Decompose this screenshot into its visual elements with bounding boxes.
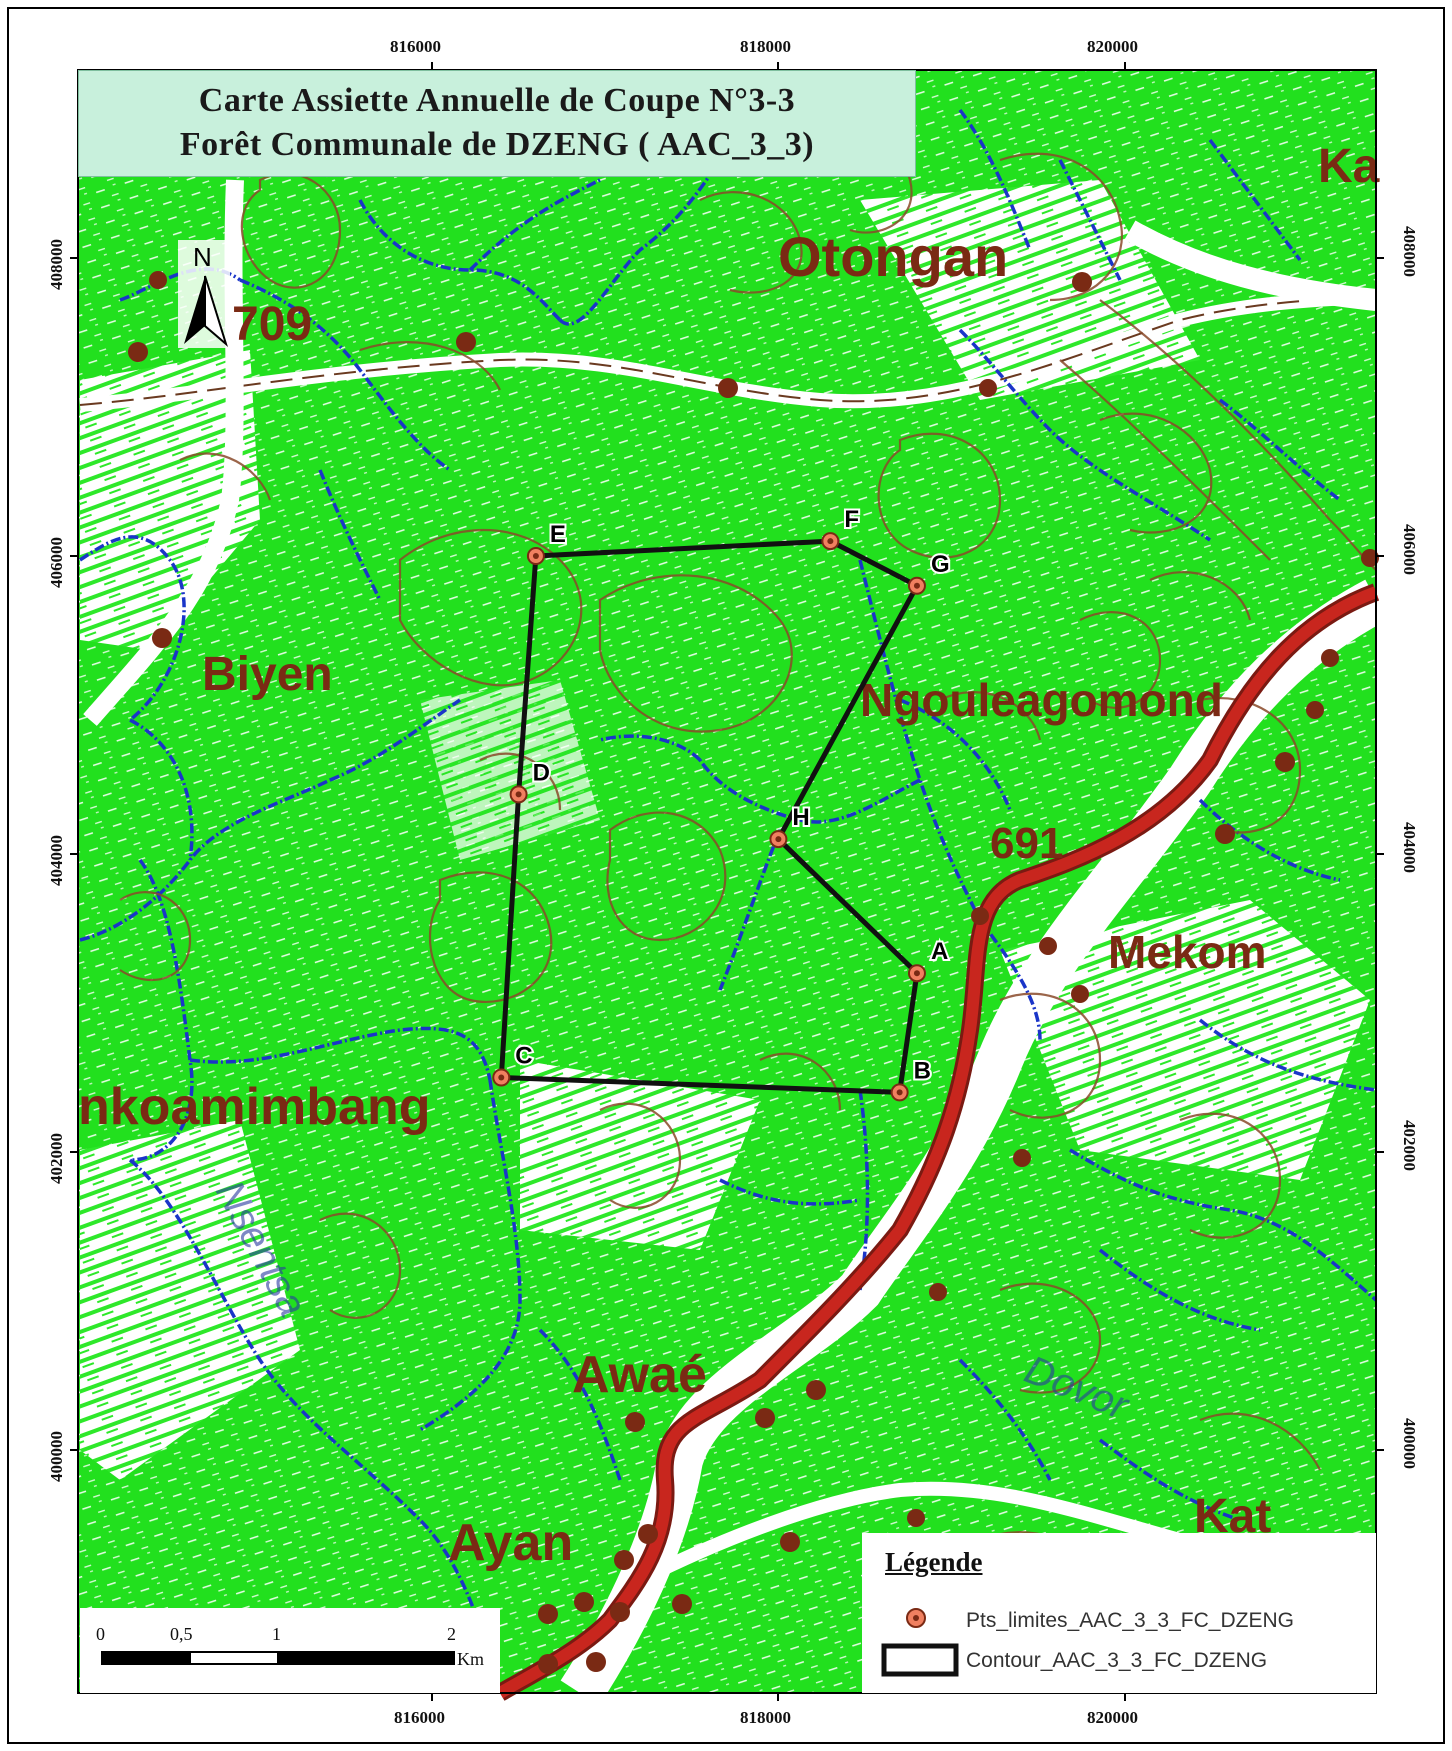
elevation-label-709: 709 bbox=[232, 298, 312, 351]
x-tick-top-816000: 816000 bbox=[390, 37, 441, 56]
boundary-point-center-b bbox=[896, 1089, 903, 1096]
y-tick-right-406000: 406000 bbox=[1400, 524, 1419, 575]
map-canvas: Otongan Biyen Ngouleagomond Mekom nkoami… bbox=[78, 70, 1387, 1706]
boundary-point-center-c bbox=[498, 1074, 505, 1081]
track-south bbox=[636, 1481, 1262, 1587]
boundary-point-center-f bbox=[827, 538, 834, 545]
y-tick-right-404000: 404000 bbox=[1400, 822, 1419, 873]
boundary-point-center-a bbox=[913, 970, 920, 977]
place-label-ngouleagomond: Ngouleagomond bbox=[860, 674, 1223, 726]
elevation-label-691: 691 bbox=[990, 819, 1063, 868]
boundary-point-label-f: F bbox=[844, 506, 859, 533]
legend-item-contour: Contour_AAC_3_3_FC_DZENG bbox=[862, 1643, 1376, 1683]
y-tick-left-406000: 406000 bbox=[47, 537, 66, 588]
boundary-point-label-e: E bbox=[550, 521, 566, 548]
map-title-box: Carte Assiette Annuelle de Coupe N°3-3 F… bbox=[78, 70, 916, 177]
boundary-point-label-h: H bbox=[792, 804, 809, 831]
settlement-dots bbox=[128, 271, 1379, 1674]
y-tick-left-400000: 400000 bbox=[47, 1431, 66, 1482]
place-label-otongan: Otongan bbox=[778, 225, 1008, 288]
place-label-nkoamimbang: nkoamimbang bbox=[78, 1078, 431, 1136]
legend-item-points-label: Pts_limites_AAC_3_3_FC_DZENG bbox=[966, 1609, 1294, 1632]
legend-item-points: Pts_limites_AAC_3_3_FC_DZENG bbox=[862, 1603, 1376, 1643]
boundary-point-center-g bbox=[913, 582, 920, 589]
legend: Légende Pts_limites_AAC_3_3_FC_DZENG Con… bbox=[862, 1533, 1376, 1693]
scale-label-0-5: 0,5 bbox=[170, 1624, 193, 1644]
scale-label-2: 2 bbox=[447, 1624, 456, 1644]
x-tick-bottom-818000: 818000 bbox=[740, 1708, 791, 1727]
place-label-ka: Ka bbox=[1318, 140, 1380, 193]
boundary-point-center-e bbox=[532, 553, 539, 559]
y-tick-left-408000: 408000 bbox=[47, 239, 66, 290]
place-label-biyen: Biyen bbox=[202, 648, 333, 701]
x-tick-bottom-816000: 816000 bbox=[394, 1708, 445, 1727]
boundary-point-label-b: B bbox=[914, 1057, 931, 1084]
place-label-awae: Awaé bbox=[572, 1346, 707, 1404]
boundary-point-label-a: A bbox=[931, 938, 948, 965]
north-arrow: N bbox=[178, 240, 230, 348]
boundary-point-label-c: C bbox=[515, 1043, 532, 1070]
legend-polygon-symbol bbox=[881, 1643, 959, 1677]
boundary-point-center-d bbox=[515, 791, 522, 798]
map-title-line-2: Forêt Communale de DZENG ( AAC_3_3) bbox=[179, 126, 815, 163]
legend-title: Légende bbox=[885, 1547, 983, 1577]
track-west bbox=[83, 179, 244, 726]
river-network bbox=[79, 108, 1378, 1694]
scale-label-1: 1 bbox=[272, 1624, 281, 1644]
x-tick-top-818000: 818000 bbox=[740, 37, 791, 56]
y-tick-left-404000: 404000 bbox=[47, 835, 66, 886]
y-tick-right-402000: 402000 bbox=[1400, 1120, 1419, 1171]
map-title-line-1: Carte Assiette Annuelle de Coupe N°3-3 bbox=[198, 82, 796, 119]
scale-unit: Km bbox=[457, 1649, 484, 1669]
legend-symbols bbox=[862, 1533, 1376, 1693]
aac-boundary-layer: A B C D E F G H bbox=[492, 504, 952, 1102]
x-tick-top-820000: 820000 bbox=[1087, 37, 1138, 56]
boundary-point-label-g: G bbox=[931, 551, 950, 578]
boundary-point-center-h bbox=[775, 836, 782, 843]
north-arrow-label: N bbox=[193, 242, 212, 272]
y-tick-right-400000: 400000 bbox=[1400, 1418, 1419, 1469]
scale-bar: 0 0,5 1 2 Km bbox=[80, 1608, 500, 1693]
legend-item-contour-label: Contour_AAC_3_3_FC_DZENG bbox=[966, 1649, 1268, 1672]
place-label-mekom: Mekom bbox=[1108, 926, 1266, 978]
y-tick-left-402000: 402000 bbox=[47, 1133, 66, 1184]
place-label-ayan: Ayan bbox=[448, 1514, 573, 1572]
boundary-point-label-d: D bbox=[533, 759, 550, 786]
scale-label-0: 0 bbox=[96, 1624, 105, 1644]
x-tick-bottom-820000: 820000 bbox=[1087, 1708, 1138, 1727]
y-tick-right-408000: 408000 bbox=[1400, 226, 1419, 277]
